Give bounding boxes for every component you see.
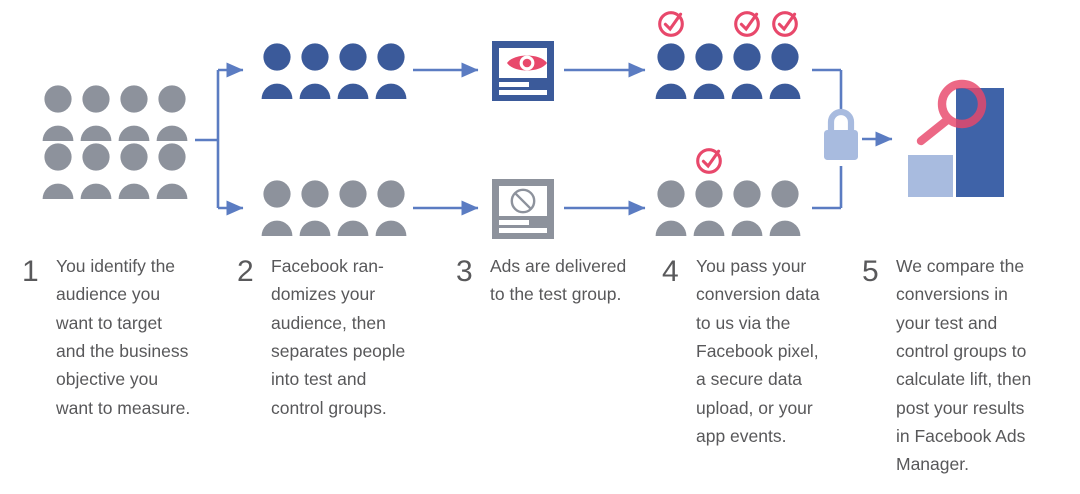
step-line: audience you (56, 284, 161, 305)
step-line: into test and (271, 369, 367, 390)
check-circle-icon (772, 11, 798, 37)
step-number: 2 (237, 255, 254, 288)
person-icon (156, 143, 188, 199)
step-number: 3 (456, 255, 473, 288)
person-icon (261, 180, 293, 236)
padlock-icon (824, 108, 858, 160)
person-icon (769, 43, 801, 99)
person-icon (118, 143, 150, 199)
person-icon (769, 180, 801, 236)
person-icon (118, 85, 150, 141)
person-icon (42, 85, 74, 141)
person-icon (299, 180, 331, 236)
person-icon (80, 85, 112, 141)
person-icon (731, 43, 763, 99)
full-audience (42, 85, 188, 199)
results-merge-connector (812, 68, 843, 210)
person-icon (42, 143, 74, 199)
step-list: 1 You identify the audience you want to … (0, 252, 1080, 494)
eye-icon (507, 55, 547, 71)
control-group (261, 180, 407, 236)
step-line: control groups to (896, 341, 1027, 362)
card-text-line (499, 228, 547, 233)
card-text-line (499, 82, 529, 87)
person-icon (693, 180, 725, 236)
step-line: audience, then (271, 312, 386, 333)
step-number: 1 (22, 255, 39, 288)
person-icon (655, 180, 687, 236)
step-line: Ads are delivered (490, 256, 627, 276)
check-circle-icon (696, 148, 722, 174)
person-icon (375, 180, 407, 236)
person-icon (693, 43, 725, 99)
person-icon (731, 180, 763, 236)
control-group-conversions (655, 148, 801, 236)
audience-split-connector (195, 62, 244, 216)
step-line: post your results (896, 397, 1025, 418)
step-text: You pass your conversion data to us via … (696, 252, 848, 450)
step-line: app events. (696, 426, 787, 447)
person-icon (156, 85, 188, 141)
step-randomize-audience: 2 Facebook ran- domizes your audience, t… (237, 252, 456, 494)
step-line: a secure data (696, 369, 803, 390)
person-icon (375, 43, 407, 99)
step-line: want to target (56, 312, 163, 333)
step-line: domizes your (271, 284, 376, 305)
person-icon (337, 180, 369, 236)
step-compare-results: 5 We compare the conversions in your tes… (862, 252, 1062, 494)
magnifying-glass-icon (916, 79, 987, 146)
step-text: Facebook ran- domizes your audience, the… (271, 252, 423, 422)
ad-delivered-card (492, 41, 554, 101)
card-text-line (499, 90, 547, 95)
step-number: 5 (862, 255, 879, 288)
step-line: We compare the (896, 256, 1025, 276)
control-bar (908, 155, 953, 197)
step-line: upload, or your (696, 397, 813, 418)
person-icon (337, 43, 369, 99)
step-line: to the test group. (490, 284, 622, 305)
person-icon (299, 43, 331, 99)
step-pass-conversion-data: 4 You pass your conversion data to us vi… (662, 252, 862, 494)
test-group-conversions (655, 11, 801, 99)
step-identify-audience: 1 You identify the audience you want to … (22, 252, 237, 494)
step-line: your test and (896, 312, 998, 333)
step-line: calculate lift, then (896, 369, 1032, 390)
step-line: control groups. (271, 397, 387, 418)
step-line: Facebook ran- (271, 256, 384, 276)
step-line: conversion data (696, 284, 820, 305)
step-line: to us via the (696, 312, 791, 333)
step-text: You identify the audience you want to ta… (56, 252, 208, 422)
ad-withheld-card (492, 179, 554, 239)
step-line: conversions in (896, 284, 1008, 305)
process-diagram (42, 11, 1004, 239)
person-icon (655, 43, 687, 99)
step-line: separates people (271, 341, 406, 362)
person-icon (80, 143, 112, 199)
lift-results-chart (908, 79, 1004, 197)
test-group (261, 43, 407, 99)
step-line: You identify the (56, 256, 176, 276)
audience-row-2 (42, 143, 188, 199)
step-deliver-ads: 3 Ads are delivered to the test group. (456, 252, 662, 494)
check-circle-icon (658, 11, 684, 37)
person-icon (261, 43, 293, 99)
step-line: and the business (56, 341, 189, 362)
no-entry-icon (510, 188, 536, 214)
step-line: objective you (56, 369, 159, 390)
step-text: We compare the conversions in your test … (896, 252, 1048, 479)
step-line: Facebook pixel, (696, 341, 819, 362)
step-line: in Facebook Ads (896, 426, 1026, 447)
step-number: 4 (662, 255, 679, 288)
card-text-line (499, 220, 529, 225)
step-line: Manager. (896, 454, 969, 475)
step-line: You pass your (696, 256, 807, 276)
check-circle-icon (734, 11, 760, 37)
step-text: Ads are delivered to the test group. (490, 252, 642, 309)
audience-row-1 (42, 85, 188, 141)
step-line: want to measure. (56, 397, 191, 418)
